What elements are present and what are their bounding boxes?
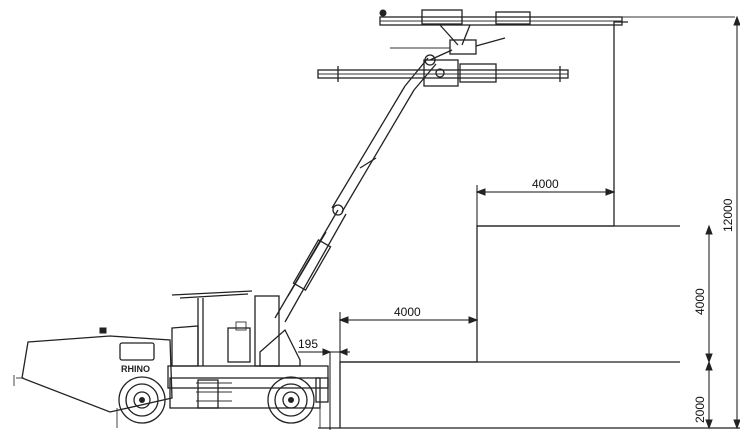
dimension-4000-lower: 4000: [338, 305, 479, 362]
dim-4000-vertical-label: 4000: [693, 288, 707, 315]
chassis: [167, 365, 329, 389]
dim-4000-lower-label: 4000: [394, 305, 421, 319]
dimension-4000-upper: 4000: [475, 177, 616, 226]
dimension-2000: 2000: [693, 360, 713, 430]
tunnel-profile: [318, 16, 740, 429]
dim-2000-label: 2000: [693, 396, 707, 423]
dim-195-label: 195: [298, 337, 318, 351]
canopy-roof: [171, 290, 253, 296]
drill-boom: [274, 54, 437, 323]
boom-mount: [254, 295, 280, 367]
vehicle-badge: RHINO: [121, 364, 150, 374]
dimension-195: 195: [298, 337, 350, 430]
drill-rig-vehicle: RHINO: [13, 290, 329, 428]
lower-drill-feed: [317, 59, 569, 87]
rear-wheel: [118, 376, 166, 424]
dimension-4000-vertical: 4000: [693, 224, 713, 364]
dim-12000-label: 12000: [721, 198, 735, 232]
rhino-logo-panel: [119, 342, 155, 361]
dim-4000-upper-label: 4000: [532, 177, 559, 191]
upper-drill-feed: [379, 9, 623, 61]
front-wheel: [267, 376, 315, 424]
dimension-12000: 12000: [721, 15, 740, 430]
